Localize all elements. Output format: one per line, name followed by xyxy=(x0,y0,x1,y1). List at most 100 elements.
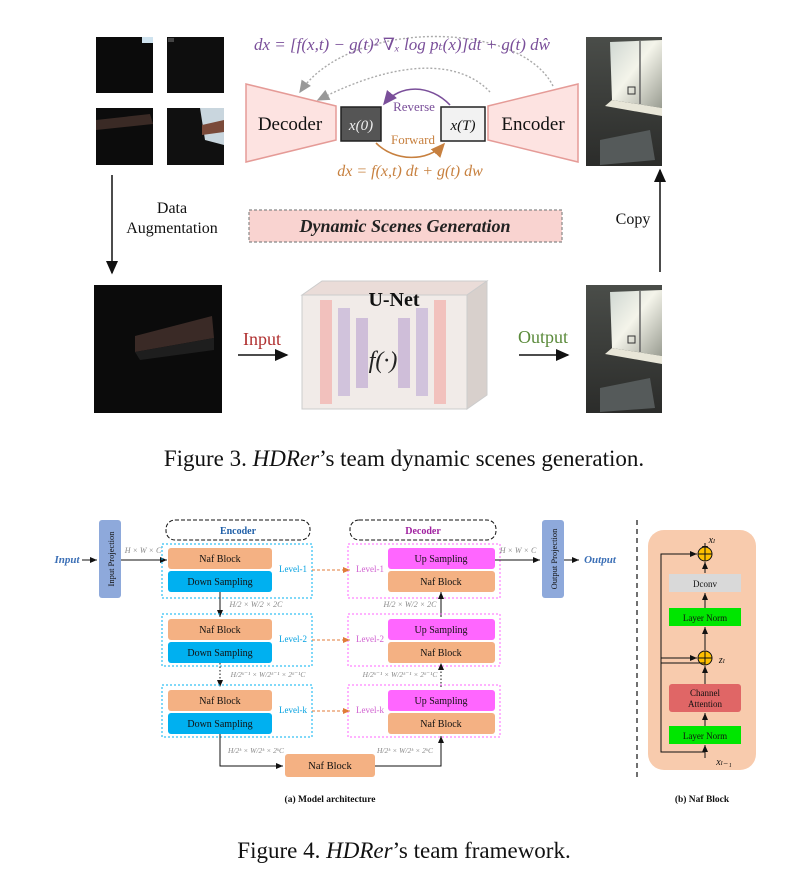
bottleneck-naf-block xyxy=(285,754,375,777)
arch-input-label: Input xyxy=(53,554,80,566)
dynamic-scenes-generation-label: Dynamic Scenes Generation xyxy=(299,216,511,236)
figure-3-diagram: dx = [f(x,t) − g(t)² ∇ₓ log pₜ(x)]dt + g… xyxy=(94,35,666,413)
enc-level-2-label: Level-2 xyxy=(279,634,307,644)
augmented-thumbnail-2 xyxy=(167,37,224,93)
svg-text:Naf Block: Naf Block xyxy=(420,719,461,730)
unet-function: f(·) xyxy=(369,348,398,374)
svg-text:Down Sampling: Down Sampling xyxy=(187,648,252,659)
data-augmentation-label-1: Data xyxy=(157,200,187,217)
source-hdr-image xyxy=(586,37,662,166)
subcaption-a: (a) Model architecture xyxy=(285,794,376,805)
naf-dconv xyxy=(669,574,741,592)
figure-4-caption: Figure 4. HDRer’s team framework. xyxy=(237,838,571,863)
dec2-naf-block xyxy=(388,642,495,663)
naf-layer-norm-top xyxy=(669,608,741,626)
input-projection-label: Input Projection xyxy=(106,531,116,587)
svg-text:H/2ᵏ⁻¹ × W/2ᵏ⁻¹ × 2ᵏ⁻¹C: H/2ᵏ⁻¹ × W/2ᵏ⁻¹ × 2ᵏ⁻¹C xyxy=(362,670,439,679)
input-projection-box xyxy=(99,520,121,598)
data-augmentation-label-2: Augmentation xyxy=(126,220,218,237)
svg-text:Naf Block: Naf Block xyxy=(199,696,240,707)
dec-level-2-label: Level-2 xyxy=(356,634,384,644)
figure-3-caption: Figure 3. HDRer’s team dynamic scenes ge… xyxy=(163,446,645,471)
outer-reverse-arc xyxy=(299,35,554,94)
x0-label: x(0) xyxy=(348,118,373,134)
encoder-shape xyxy=(487,83,579,163)
deck-up-sampling xyxy=(388,690,495,711)
xT-box xyxy=(440,106,486,142)
copy-label: Copy xyxy=(616,211,651,228)
forward-arc xyxy=(375,142,446,159)
naf-xl-label: xₗ xyxy=(708,535,716,546)
decoder-header-label: Decoder xyxy=(405,526,441,537)
enc-level-1-label: Level-1 xyxy=(279,564,307,574)
augmented-thumbnail-4 xyxy=(167,108,224,165)
augmented-thumbnail-3 xyxy=(96,108,153,165)
enc2-naf-block xyxy=(168,619,272,640)
svg-text:H/2ᵏ × W/2ᵏ × 2ᵏC: H/2ᵏ × W/2ᵏ × 2ᵏC xyxy=(376,746,434,755)
encoder-label: Encoder xyxy=(501,114,565,135)
dec2-up-sampling xyxy=(388,619,495,640)
naf-xl1-label: xₗ₋₁ xyxy=(715,757,732,768)
svg-text:H/2 × W/2 × 2C: H/2 × W/2 × 2C xyxy=(382,600,437,609)
encoder-header-label: Encoder xyxy=(220,526,257,537)
decoder-shape xyxy=(245,83,337,163)
dec1-up-sampling xyxy=(388,548,495,569)
forward-sde-formula: dx = f(x,t) dt + g(t) dw xyxy=(337,163,483,180)
x0-box xyxy=(340,106,382,142)
dec-level-k-label: Level-k xyxy=(356,705,384,715)
enc-level-k-label: Level-k xyxy=(279,705,307,715)
augmented-thumbnail-1 xyxy=(96,37,153,93)
svg-text:Layer Norm: Layer Norm xyxy=(683,613,727,623)
encoder-level-1 xyxy=(161,543,313,599)
dynamic-scenes-generation-box xyxy=(248,209,563,243)
svg-text:Down Sampling: Down Sampling xyxy=(187,719,252,730)
decoder-label: Decoder xyxy=(258,114,323,135)
encoder-header xyxy=(165,519,311,541)
figure-4-diagram: Input Input Projection H × W × C Encoder… xyxy=(53,519,756,805)
forward-label: Forward xyxy=(391,132,436,147)
dim-level-k: H/2ᵏ × W/2ᵏ × 2ᵏC xyxy=(227,746,285,755)
dec1-naf-block xyxy=(388,571,495,592)
dim-out-label: H × W × C xyxy=(499,546,537,555)
svg-text:Naf Block: Naf Block xyxy=(420,577,461,588)
svg-text:Naf Block: Naf Block xyxy=(199,554,240,565)
enc1-naf-block xyxy=(168,548,272,569)
enck-naf-block xyxy=(168,690,272,711)
inner-reverse-arc xyxy=(316,67,491,101)
svg-text:Up Sampling: Up Sampling xyxy=(414,554,467,565)
unet-title: U-Net xyxy=(368,289,419,311)
reverse-arc xyxy=(382,88,451,106)
subcaption-b: (b) Naf Block xyxy=(675,794,730,805)
output-label: Output xyxy=(518,327,568,347)
naf-zl-label: zₗ xyxy=(718,655,725,666)
svg-text:Naf Block: Naf Block xyxy=(420,648,461,659)
reverse-sde-formula: dx = [f(x,t) − g(t)² ∇ₓ log pₜ(x)]dt + g… xyxy=(254,35,551,54)
svg-text:Dconv: Dconv xyxy=(693,579,717,589)
enc1-down-sampling xyxy=(168,571,272,592)
svg-text:Channel: Channel xyxy=(690,688,720,698)
svg-text:Down Sampling: Down Sampling xyxy=(187,577,252,588)
output-projection-label: Output Projection xyxy=(549,528,559,589)
output-projection-box xyxy=(542,520,564,598)
svg-text:Up Sampling: Up Sampling xyxy=(414,696,467,707)
dim-level-2: H/2ᵏ⁻¹ × W/2ᵏ⁻¹ × 2ᵏ⁻¹C xyxy=(230,670,307,679)
svg-text:Layer Norm: Layer Norm xyxy=(683,731,727,741)
svg-text:Attention: Attention xyxy=(688,699,722,709)
naf-layer-norm-bottom xyxy=(669,726,741,744)
arch-output-label: Output xyxy=(584,554,617,566)
enck-down-sampling xyxy=(168,713,272,734)
naf-channel-attention xyxy=(669,684,741,712)
svg-text:Naf Block: Naf Block xyxy=(199,625,240,636)
unet-block xyxy=(300,280,489,410)
reverse-label: Reverse xyxy=(393,99,435,114)
input-label: Input xyxy=(243,329,281,349)
dec-level-1-label: Level-1 xyxy=(356,564,384,574)
decoder-header xyxy=(349,519,497,541)
output-hdr-image xyxy=(586,285,662,413)
dim-in-label: H × W × C xyxy=(124,546,162,555)
xT-label: x(T) xyxy=(450,118,476,134)
deck-naf-block xyxy=(388,713,495,734)
dim-level-1: H/2 × W/2 × 2C xyxy=(228,600,283,609)
enc2-down-sampling xyxy=(168,642,272,663)
svg-text:Up Sampling: Up Sampling xyxy=(414,625,467,636)
